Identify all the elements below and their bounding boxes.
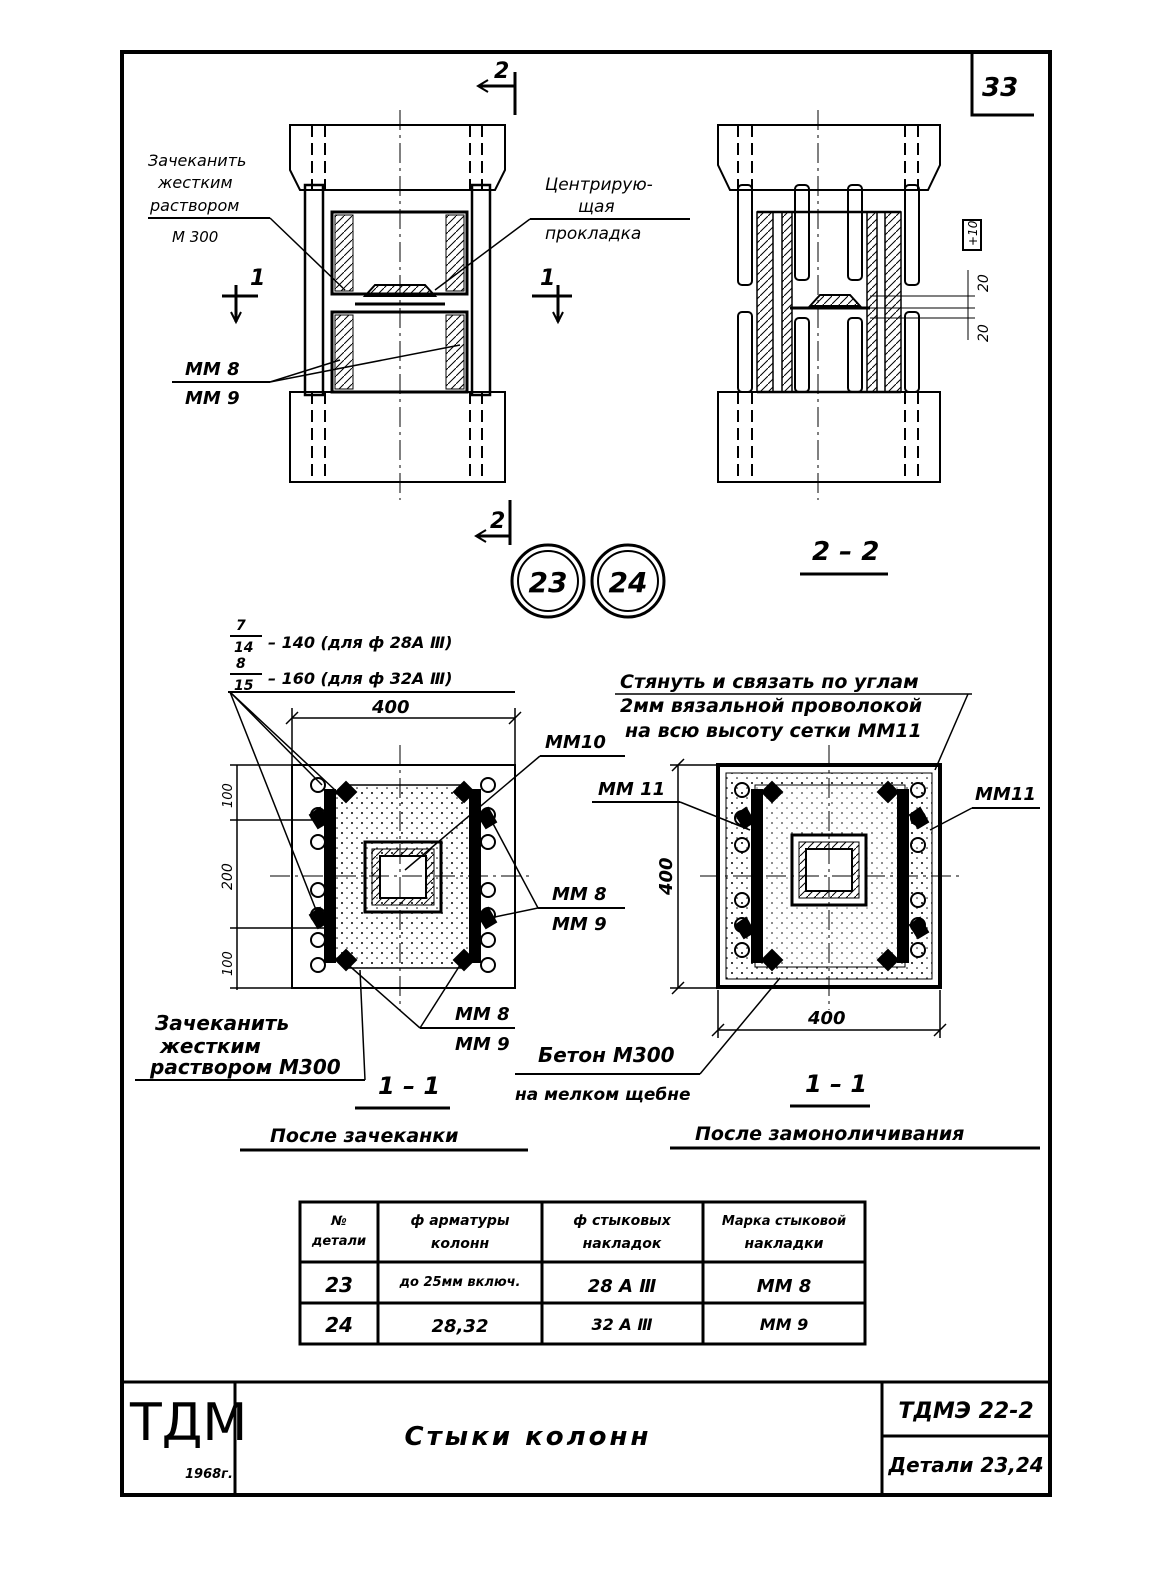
section-1-label-right: 1 bbox=[540, 266, 555, 291]
sheet-number: 33 bbox=[982, 73, 1018, 103]
br-mesh-right: ММ11 bbox=[975, 784, 1036, 805]
bl-caulk-line1: Зачеканить bbox=[154, 1011, 289, 1035]
table-header-4-line1: Марка стыковой bbox=[722, 1214, 846, 1229]
table-row2-col4: ММ 9 bbox=[760, 1315, 809, 1334]
section-2-marker-bottom bbox=[474, 500, 512, 545]
bl-mesh-side-mm9: ММ 9 bbox=[552, 914, 607, 935]
sheet-frame bbox=[120, 50, 1052, 1497]
pitch-note-1-den: 14 bbox=[234, 640, 253, 656]
table-header-1-line1: № bbox=[330, 1214, 347, 1229]
detail-number-24: 24 bbox=[609, 566, 648, 599]
detail-number-23: 23 bbox=[529, 566, 568, 599]
detail-circle-23: 23 bbox=[510, 543, 586, 619]
spec-table bbox=[298, 1200, 867, 1346]
br-note-line1: Стянуть и связать по углам bbox=[620, 671, 919, 693]
title-block-org: ТДМ bbox=[129, 1393, 247, 1453]
br-dim-width bbox=[711, 990, 947, 1038]
table-header-4-line2: накладки bbox=[745, 1236, 824, 1252]
br-note-line3: на всю высоту сетки ММ11 bbox=[625, 720, 922, 742]
table-header-3-line2: накладок bbox=[583, 1236, 662, 1252]
section-1-label-left: 1 bbox=[250, 266, 265, 291]
centering-label-line1: Центрирую- bbox=[545, 175, 653, 195]
bl-dim-width-value: 400 bbox=[371, 697, 410, 718]
table-header-1-line2: детали bbox=[311, 1234, 366, 1249]
table-row1-col2: до 25мм включ. bbox=[399, 1275, 521, 1290]
bl-mesh-side-mm8: ММ 8 bbox=[552, 884, 607, 905]
bl-dim-row-200: 200 bbox=[220, 863, 236, 890]
bl-caulk-line2: жестким bbox=[159, 1034, 261, 1058]
table-row2-col1: 24 bbox=[325, 1313, 353, 1337]
table-header-3-line1: ф стыковых bbox=[573, 1213, 671, 1229]
bl-mesh-bottom-mm8: ММ 8 bbox=[455, 1004, 510, 1025]
bl-mesh-bottom-mm9: ММ 9 bbox=[455, 1034, 510, 1055]
caulk-label-line3: раствором bbox=[149, 196, 239, 215]
bl-dim-row-100-bottom: 100 bbox=[221, 951, 236, 976]
dim-20-lower: 20 bbox=[976, 324, 992, 342]
detail-circle-24: 24 bbox=[590, 543, 666, 619]
br-section-1-1 bbox=[700, 745, 960, 1010]
table-row2-col2: 28,32 bbox=[432, 1316, 489, 1337]
br-mesh-left: ММ 11 bbox=[598, 779, 665, 800]
centering-label-line3: прокладка bbox=[545, 224, 641, 244]
table-row1-col4: ММ 8 bbox=[757, 1276, 812, 1297]
table-header-2-line1: ф арматуры bbox=[410, 1213, 509, 1229]
table-header-2-line2: колонн bbox=[431, 1236, 490, 1252]
section-2-label-bottom: 2 bbox=[490, 509, 505, 534]
centering-label-line2: щая bbox=[578, 197, 615, 217]
bl-subcaption: После зачеканки bbox=[270, 1125, 458, 1147]
bl-caption: 1 – 1 bbox=[378, 1072, 440, 1100]
pitch-note-2-text: – 160 (для ф 32А Ⅲ) bbox=[268, 669, 452, 688]
pitch-note-2-num: 8 bbox=[236, 656, 246, 672]
bl-dim-rows bbox=[230, 764, 330, 990]
caulk-grade: М 300 bbox=[172, 228, 218, 246]
pitch-note-1-num: 7 bbox=[236, 618, 246, 634]
sheet-number-box: 33 bbox=[970, 52, 1034, 117]
bl-dim-width bbox=[285, 708, 522, 780]
title-block bbox=[122, 1380, 1050, 1495]
pitch-note-2-den: 15 bbox=[234, 678, 254, 694]
title-block-doc-code: ТДМЭ 22-2 bbox=[898, 1399, 1033, 1424]
br-note-line2: 2мм вязальной проволокой bbox=[620, 695, 922, 717]
mesh-label-mm8-top: ММ 8 bbox=[185, 359, 240, 380]
top-right-section-2-2 bbox=[717, 110, 975, 500]
pitch-note-1-text: – 140 (для ф 28А Ⅲ) bbox=[268, 633, 452, 652]
title-block-title: Стыки колонн bbox=[405, 1422, 652, 1452]
br-concrete-line1: Бетон М300 bbox=[538, 1043, 675, 1067]
title-block-year: 1968г. bbox=[185, 1467, 233, 1482]
bl-section-1-1 bbox=[270, 745, 530, 1010]
caulk-label-line2: жестким bbox=[157, 173, 233, 192]
br-dim-width-value: 400 bbox=[807, 1008, 846, 1029]
pitch-note-1: 7 14 – 140 (для ф 28А Ⅲ) bbox=[230, 618, 452, 656]
bl-mesh-center-label: ММ10 bbox=[545, 732, 606, 753]
bl-dim-row-100-top: 100 bbox=[221, 783, 236, 808]
br-caption: 1 – 1 bbox=[805, 1070, 867, 1098]
caulk-label-line1: Зачеканить bbox=[148, 151, 246, 170]
dim-box bbox=[962, 219, 982, 251]
mesh-label-mm9-top: ММ 9 bbox=[185, 388, 240, 409]
title-block-detail-ref: Детали 23,24 bbox=[887, 1453, 1043, 1477]
section-1-marker-left bbox=[222, 285, 258, 325]
bl-caulk-line3: раствором М300 bbox=[149, 1055, 341, 1079]
table-row2-col3: 32 А Ⅲ bbox=[592, 1315, 653, 1334]
section-2-2-caption: 2 – 2 bbox=[812, 537, 879, 567]
dim-20-upper: 20 bbox=[976, 274, 992, 292]
section-1-marker-right bbox=[532, 285, 572, 325]
pitch-note-2: 8 15 – 160 (для ф 32А Ⅲ) bbox=[230, 656, 452, 694]
table-row1-col3: 28 А Ⅲ bbox=[588, 1276, 657, 1297]
table-row1-col1: 23 bbox=[325, 1273, 353, 1297]
br-dim-height-value: 400 bbox=[656, 857, 677, 896]
dim-box-value: +10 bbox=[966, 220, 980, 246]
top-left-elevation bbox=[289, 110, 506, 500]
br-concrete-line2: на мелком щебне bbox=[515, 1085, 691, 1105]
section-2-marker-top bbox=[476, 72, 517, 115]
br-subcaption: После замоноличивания bbox=[695, 1123, 964, 1145]
section-2-label-top: 2 bbox=[494, 59, 509, 84]
